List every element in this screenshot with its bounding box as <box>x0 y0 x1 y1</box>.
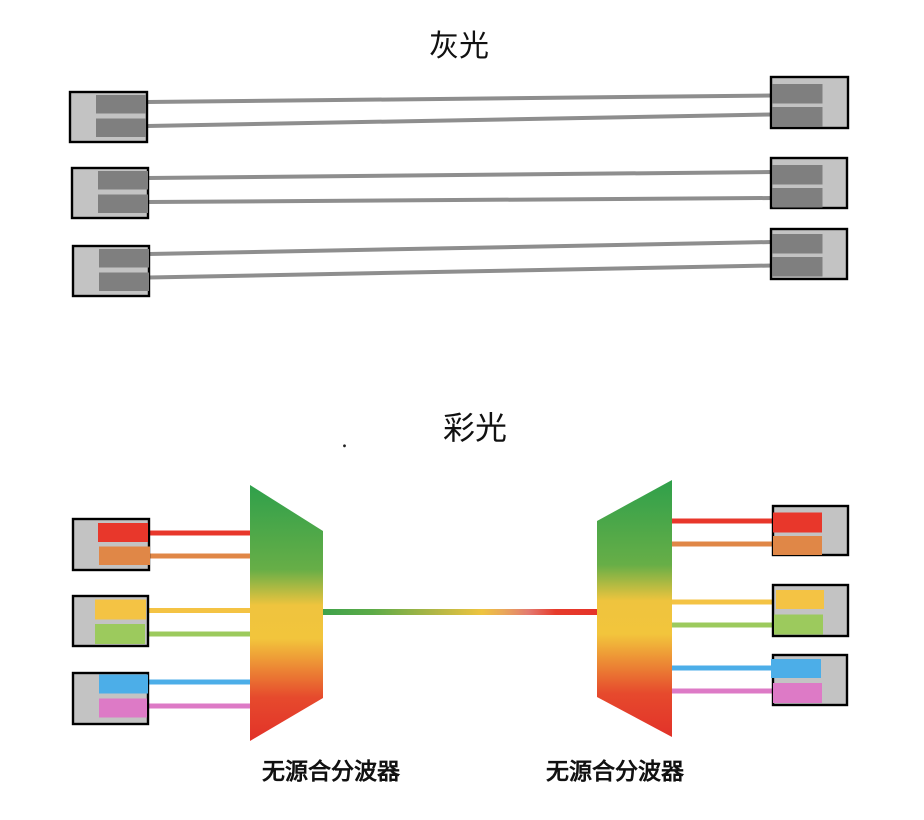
module-red <box>98 523 148 542</box>
optical-port <box>96 118 146 137</box>
optical-port <box>772 107 823 127</box>
gray-section-title: 灰光 <box>429 29 489 64</box>
optical-port <box>772 257 823 277</box>
gray-link-row-3 <box>71 227 849 298</box>
gray-transceiver-right-2 <box>769 156 849 210</box>
wdm-trunk-fiber <box>323 609 597 615</box>
gray-transceiver-right-1 <box>769 75 850 130</box>
module-red <box>773 512 822 533</box>
gray-fiber-link <box>148 240 773 256</box>
module-magenta <box>99 698 147 718</box>
color-transceiver-left-1 <box>71 517 151 572</box>
gray-transceiver-left-3 <box>71 244 151 298</box>
color-section-title: 彩光 <box>443 409 507 447</box>
stray-dot: . <box>341 428 348 453</box>
color-transceiver-left-2 <box>71 594 150 648</box>
color-transceiver-right-3 <box>771 653 849 707</box>
gray-fiber-link <box>146 112 773 128</box>
mux-label-right: 无源合分波器 <box>546 758 685 785</box>
gray-link-row-1 <box>68 75 850 144</box>
color-transceiver-right-2 <box>771 583 850 638</box>
optical-port <box>772 188 823 208</box>
wdm-demux-right <box>597 480 672 737</box>
optical-port <box>772 165 823 185</box>
optical-port <box>96 95 146 114</box>
module-orange <box>99 546 150 565</box>
optical-port <box>98 194 148 213</box>
module-green <box>95 624 145 644</box>
optical-port <box>772 234 823 254</box>
gray-fiber-link <box>147 196 773 204</box>
module-magenta <box>773 683 822 703</box>
optical-port <box>99 272 149 291</box>
gray-fiber-link <box>148 263 773 280</box>
gray-light-section: 灰光 <box>68 29 850 298</box>
gray-transceiver-left-2 <box>70 166 150 220</box>
mux-label-left: 无源合分波器 <box>262 758 401 785</box>
gray-fiber-link <box>146 93 773 104</box>
optical-port <box>98 171 148 190</box>
gray-transceiver-right-3 <box>769 227 849 281</box>
gray-link-row-2 <box>70 156 849 220</box>
color-transceiver-right-1 <box>771 504 850 557</box>
wdm-mux-left <box>250 485 323 741</box>
gray-transceiver-left-1 <box>68 90 149 144</box>
module-orange <box>773 536 822 555</box>
module-yellow <box>95 599 146 620</box>
color-transceiver-left-3 <box>71 671 150 726</box>
module-blue <box>99 674 148 694</box>
optical-port <box>99 249 149 268</box>
gray-fiber-link <box>147 170 773 180</box>
module-green <box>774 614 823 635</box>
module-yellow <box>776 590 824 609</box>
optical-port <box>772 84 823 104</box>
colored-light-section: 彩光 . <box>71 409 850 785</box>
module-blue <box>771 659 821 678</box>
